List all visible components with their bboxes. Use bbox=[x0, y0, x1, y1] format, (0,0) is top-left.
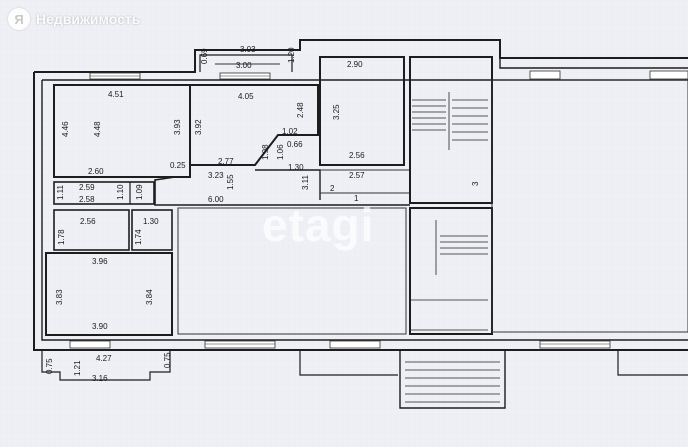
dim-room1-right: 3.93 bbox=[173, 119, 182, 135]
dim-balcony-bottom-mid: 1.21 bbox=[73, 360, 82, 376]
balcony-top bbox=[199, 54, 293, 72]
dim-bath-right: 1.09 bbox=[135, 184, 144, 200]
dim-room2-diag: 0.25 bbox=[170, 161, 186, 170]
dim-balcony-bottom-bottom: 3.16 bbox=[92, 374, 108, 383]
stairs bbox=[299, 92, 688, 409]
stair-label-2: 2 bbox=[330, 184, 335, 193]
dim-room2-left: 3.92 bbox=[194, 119, 203, 135]
dim-corridor-mid: 3.23 bbox=[208, 171, 224, 180]
brand-text: Недвижимость bbox=[36, 11, 141, 27]
dim-balcony-top-left: 0.69 bbox=[200, 48, 209, 64]
balcony-bottom bbox=[41, 350, 171, 381]
stair-label-1: 1 bbox=[354, 194, 359, 203]
dim-wc-left: 2.56 bbox=[80, 217, 96, 226]
dim-wc-h-right: 1.74 bbox=[134, 229, 143, 245]
dim-room1-left: 4.46 bbox=[61, 121, 70, 137]
dim-room3-top: 2.90 bbox=[347, 60, 363, 69]
dim-balcony-top-right: 1.20 bbox=[287, 47, 296, 63]
brand-logo[interactable]: Я Недвижимость bbox=[8, 8, 140, 30]
dim-room2-right: 2.48 bbox=[296, 102, 305, 118]
dim-room3-left: 3.25 bbox=[332, 104, 341, 120]
dim-corridor-n1: 1.06 bbox=[276, 144, 285, 160]
dim-room4-left: 3.83 bbox=[55, 289, 64, 305]
dim-balcony-bottom-top: 4.27 bbox=[96, 354, 112, 363]
dim-wc-h-left: 1.78 bbox=[57, 229, 66, 245]
dim-room2-step: 1.02 bbox=[282, 127, 298, 136]
dim-corridor-small-h: 1.98 bbox=[261, 144, 270, 160]
dimension-labels: 3.03 3.00 0.69 1.20 4.51 4.46 4.48 3.93 … bbox=[45, 45, 480, 383]
dim-wc-right: 1.30 bbox=[143, 217, 159, 226]
dim-corridor-h3: 1.30 bbox=[288, 163, 304, 172]
dim-corridor-h2: 3.11 bbox=[301, 174, 310, 190]
dim-room4-right: 3.84 bbox=[145, 289, 154, 305]
dim-room1-top: 4.51 bbox=[108, 90, 124, 99]
dim-balcony-top-inner: 3.00 bbox=[236, 61, 252, 70]
windows bbox=[69, 70, 688, 349]
yandex-logo-icon: Я bbox=[8, 8, 30, 30]
dim-bath-mid: 1.10 bbox=[116, 184, 125, 200]
dim-room2-bottom: 2.77 bbox=[218, 157, 234, 166]
dim-corridor-long: 6.00 bbox=[208, 195, 224, 204]
dim-balcony-top-width: 3.03 bbox=[240, 45, 256, 54]
dim-bath-left: 1.11 bbox=[56, 184, 65, 200]
dim-room2-top: 4.05 bbox=[238, 92, 254, 101]
dim-corridor-h: 1.55 bbox=[226, 174, 235, 190]
dim-corridor-small-w: 0.66 bbox=[287, 140, 303, 149]
dim-room1-inner: 4.48 bbox=[93, 121, 102, 137]
dim-bath-bottom: 2.58 bbox=[79, 195, 95, 204]
dim-balcony-bottom-left: 0.75 bbox=[45, 358, 54, 374]
dim-room4-bottom: 3.90 bbox=[92, 322, 108, 331]
dim-room3-bottom: 2.56 bbox=[349, 151, 365, 160]
dim-balcony-bottom-right: 0.75 bbox=[163, 352, 172, 368]
dim-room4-top: 3.96 bbox=[92, 257, 108, 266]
stair-label-3: 3 bbox=[471, 181, 480, 186]
dim-corridor-right: 2.57 bbox=[349, 171, 365, 180]
dim-room1-bottom: 2.60 bbox=[88, 167, 104, 176]
interior-walls bbox=[45, 56, 688, 336]
dim-bath-top: 2.59 bbox=[79, 183, 95, 192]
